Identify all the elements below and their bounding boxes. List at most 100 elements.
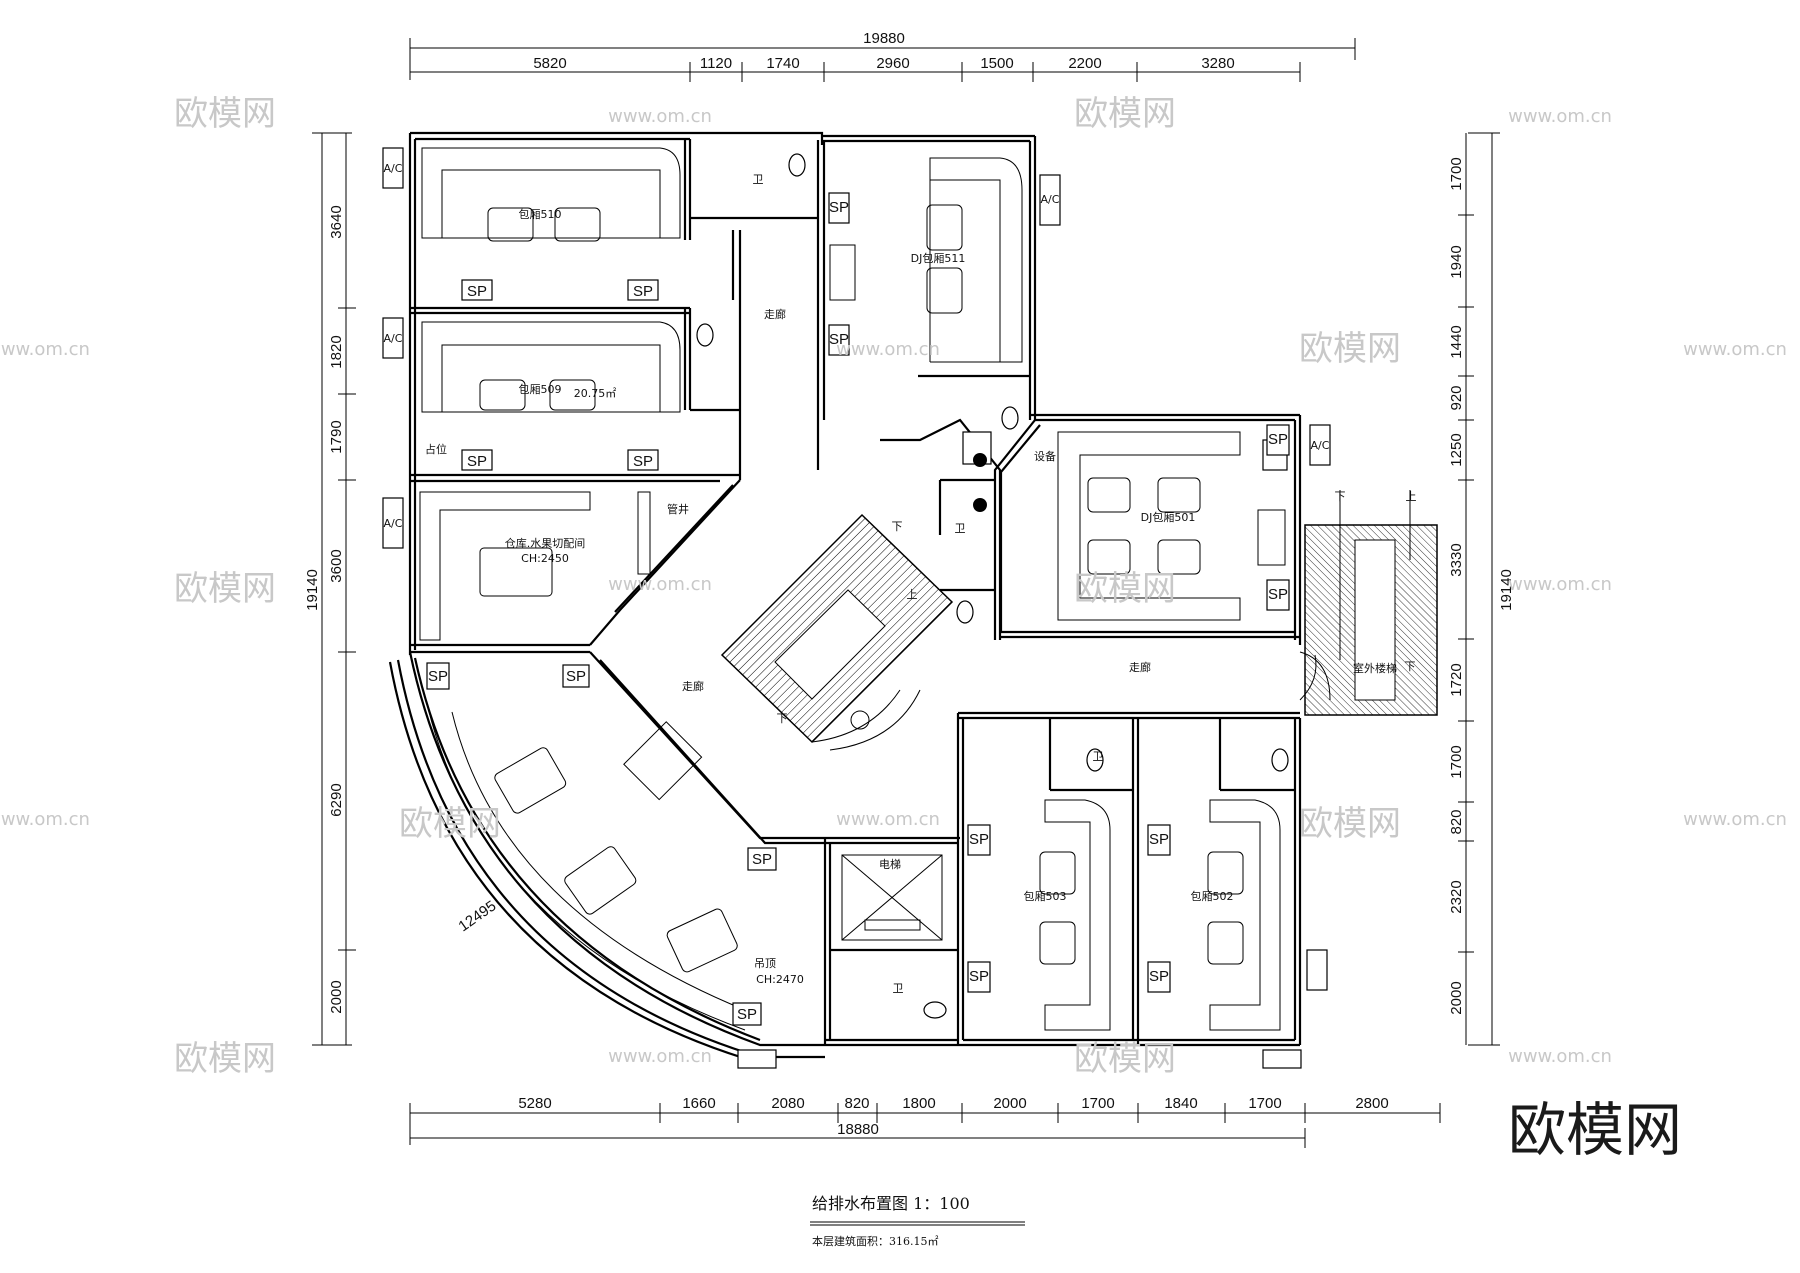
room-509-area: 20.75㎡ bbox=[574, 387, 617, 400]
dim-left-2: 1820 bbox=[328, 335, 345, 368]
storage-note: 占位 bbox=[425, 442, 447, 456]
room-501-label: DJ包厢501 bbox=[1141, 511, 1196, 524]
dim-top-2: 1120 bbox=[700, 55, 732, 72]
corridor-label-3: 走廊 bbox=[1129, 660, 1151, 674]
sp-502-bottom: SP bbox=[1149, 968, 1169, 985]
dim-bottom-2: 1660 bbox=[682, 1095, 715, 1112]
dim-right-3: 1440 bbox=[1448, 325, 1465, 358]
stair-down-1: 下 bbox=[892, 520, 903, 533]
dim-left-4: 3600 bbox=[328, 549, 345, 582]
dim-left-1: 3640 bbox=[328, 205, 345, 238]
ac-label-2: A/C bbox=[384, 332, 403, 345]
sp-502-top: SP bbox=[1149, 831, 1169, 848]
equipment-label: 设备 bbox=[1034, 449, 1056, 463]
dim-bottom-8: 1840 bbox=[1164, 1095, 1197, 1112]
sp-curved-top: SP bbox=[566, 668, 586, 685]
dimension-lines bbox=[312, 38, 1500, 1148]
sp-markers: SP SP SP SP SP SP SP SP SP SP SP SP SP S… bbox=[426, 192, 1290, 1026]
ac-units: A/C A/C A/C A/C A/C bbox=[382, 147, 1331, 1069]
title-block: 给排水布置图 1：100 本层建筑面积：316.15㎡ bbox=[810, 1194, 1025, 1248]
dim-top-7: 3280 bbox=[1201, 55, 1234, 72]
area-note: 本层建筑面积：316.15㎡ bbox=[812, 1234, 939, 1248]
stair-down-3: 下 bbox=[1335, 490, 1346, 503]
dim-right-5: 1250 bbox=[1448, 433, 1465, 466]
watermark-2: 欧模网 bbox=[1074, 94, 1176, 134]
dim-bottom-7: 1700 bbox=[1081, 1095, 1114, 1112]
watermark-url-3: www.om.cn bbox=[0, 339, 90, 360]
elevator-label: 电梯 bbox=[879, 858, 901, 871]
dim-top-5: 1500 bbox=[980, 55, 1013, 72]
sp-501-top: SP bbox=[1268, 431, 1288, 448]
watermark-6: 欧模网 bbox=[399, 804, 501, 844]
dim-right-2: 1940 bbox=[1448, 245, 1465, 278]
toilet-label-2: 卫 bbox=[955, 522, 966, 535]
watermark-4: 欧模网 bbox=[174, 569, 276, 609]
sp-curved-left: SP bbox=[428, 668, 448, 685]
watermark-8: 欧模网 bbox=[174, 1039, 276, 1079]
sp-503-top: SP bbox=[969, 831, 989, 848]
dim-bottom-1: 5280 bbox=[518, 1095, 551, 1112]
dim-bottom-3: 2080 bbox=[771, 1095, 804, 1112]
watermark-url-6: www.om.cn bbox=[608, 574, 712, 595]
dim-right-10: 2320 bbox=[1448, 880, 1465, 913]
dim-right-6: 3330 bbox=[1448, 543, 1465, 576]
sp-501-bottom: SP bbox=[1268, 586, 1288, 603]
watermark-url-1: www.om.cn bbox=[608, 106, 712, 127]
outdoor-stair-label: 室外楼梯 bbox=[1353, 661, 1397, 675]
ac-label-5: A/C bbox=[1311, 439, 1330, 452]
watermarks: 欧模网 欧模网 欧模网 欧模网 欧模网 欧模网 欧模网 欧模网 欧模网 www.… bbox=[0, 94, 1787, 1079]
sp-curved-bottom: SP bbox=[737, 1006, 757, 1023]
toilet-label-3: 卫 bbox=[1093, 750, 1104, 763]
watermark-url-7: www.om.cn bbox=[1508, 574, 1612, 595]
dim-bottom-4: 820 bbox=[844, 1095, 869, 1112]
room-509-label: 包厢509 bbox=[519, 383, 562, 396]
watermark-url-4: www.om.cn bbox=[836, 339, 940, 360]
sp-511-top: SP bbox=[829, 199, 849, 216]
dim-right-9: 820 bbox=[1448, 809, 1465, 834]
room-labels: 包厢510 包厢509 20.75㎡ 占位 DJ包厢511 DJ包厢501 包厢… bbox=[425, 173, 1417, 995]
dim-right-4: 920 bbox=[1448, 385, 1465, 410]
dim-top-6: 2200 bbox=[1068, 55, 1101, 72]
room-502-label: 包厢502 bbox=[1191, 890, 1234, 903]
site-logo: 欧模网 bbox=[1508, 1096, 1682, 1164]
watermark-1: 欧模网 bbox=[174, 94, 276, 134]
dim-bottom-6: 2000 bbox=[993, 1095, 1026, 1112]
sp-510-right: SP bbox=[633, 283, 653, 300]
corridor-label-2: 走廊 bbox=[682, 679, 704, 693]
walls bbox=[388, 131, 1302, 1065]
dim-bottom-total: 18880 bbox=[837, 1121, 879, 1138]
ac-label-1: A/C bbox=[384, 162, 403, 175]
watermark-7: 欧模网 bbox=[1299, 804, 1401, 844]
watermark-url-11: www.om.cn bbox=[608, 1046, 712, 1067]
watermark-3: 欧模网 bbox=[1299, 329, 1401, 369]
dim-top-total: 19880 bbox=[863, 30, 905, 47]
watermark-url-2: www.om.cn bbox=[1508, 106, 1612, 127]
dim-right-1: 1700 bbox=[1448, 157, 1465, 190]
sp-503-bottom: SP bbox=[969, 968, 989, 985]
arc-radius-label: 12495 bbox=[455, 897, 499, 935]
dim-left-5: 6290 bbox=[328, 783, 345, 816]
dimension-labels: 19880 5820 1120 1740 2960 1500 2200 3280… bbox=[304, 30, 1515, 1138]
stair-up-1: 上 bbox=[907, 588, 918, 601]
room-503-label: 包厢503 bbox=[1024, 890, 1067, 903]
outdoor-stair bbox=[1299, 490, 1438, 716]
dim-top-3: 1740 bbox=[766, 55, 799, 72]
ac-label-4: A/C bbox=[1041, 193, 1060, 206]
drawing-title: 给排水布置图 1：100 bbox=[812, 1194, 970, 1213]
dim-top-1: 5820 bbox=[533, 55, 566, 72]
stair-down-4: 下 bbox=[1405, 660, 1416, 673]
watermark-url-8: www.om.cn bbox=[0, 809, 90, 830]
stair-down-2: 下 bbox=[777, 712, 788, 725]
dim-bottom-5: 1800 bbox=[902, 1095, 935, 1112]
ceiling-ch: CH:2470 bbox=[756, 973, 804, 986]
ac-label-3: A/C bbox=[384, 517, 403, 530]
dim-right-11: 2000 bbox=[1448, 981, 1465, 1014]
stair-up-2: 上 bbox=[1406, 490, 1417, 503]
shaft-label: 管井 bbox=[667, 502, 689, 516]
storage-ch: CH:2450 bbox=[521, 552, 569, 565]
room-510-label: 包厢510 bbox=[519, 208, 562, 221]
sp-511-bottom: SP bbox=[829, 331, 849, 348]
sp-509-right: SP bbox=[633, 453, 653, 470]
dim-left-3: 1790 bbox=[328, 420, 345, 453]
dim-bottom-9: 1700 bbox=[1248, 1095, 1281, 1112]
